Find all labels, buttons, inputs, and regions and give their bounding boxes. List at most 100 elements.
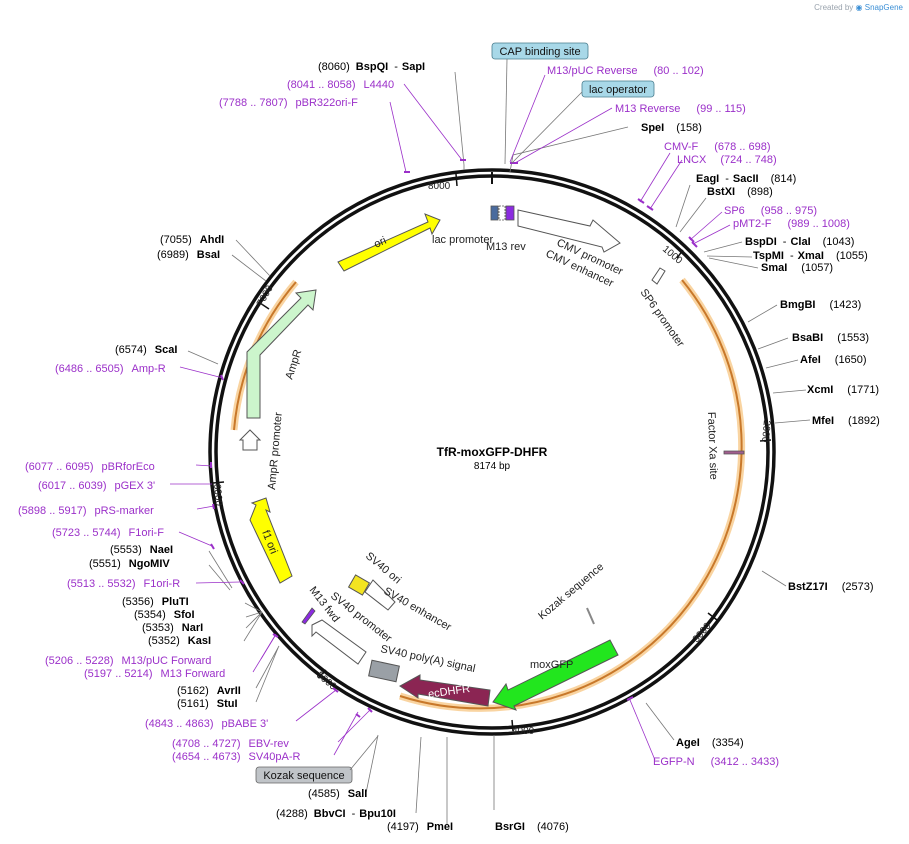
primer-m13puc-forward[interactable]: (5206 .. 5228)M13/pUC Forward — [45, 655, 211, 667]
ori-arrow — [337, 213, 441, 272]
lac-promoter-box — [490, 205, 499, 221]
ampr-label: AmpR — [283, 348, 304, 381]
moxgfp-arrow — [492, 639, 619, 711]
svg-text:(6989)BsaI: (6989)BsaI — [157, 249, 220, 261]
svg-text:(7788 .. 7807)pBR322ori-F: (7788 .. 7807)pBR322ori-F — [219, 97, 358, 109]
svg-text:MfeI(1892): MfeI(1892) — [812, 415, 880, 427]
primer-egfp-n[interactable]: EGFP-N(3412 .. 3433) — [653, 756, 779, 768]
site-eagi-sacii[interactable]: EagI-SacII(814) — [696, 173, 796, 185]
sp6-promoter-arrow — [651, 267, 666, 285]
primer-pgex3[interactable]: (6017 .. 6039)pGEX 3' — [38, 480, 155, 492]
primer-sv40pa-r[interactable]: (4654 .. 4673)SV40pA-R — [172, 751, 301, 763]
site-bbvci-bpu10i[interactable]: (4288)BbvCI-Bpu10I — [276, 808, 396, 820]
svg-text:M13 Reverse(99 .. 115): M13 Reverse(99 .. 115) — [615, 103, 746, 115]
sp6-promoter-label: SP6 promoter — [638, 287, 687, 350]
primer-pbrforeco[interactable]: (6077 .. 6095)pBRforEco — [25, 461, 155, 473]
lac-operator-box — [505, 205, 515, 221]
svg-text:(5352)KasI: (5352)KasI — [148, 635, 211, 647]
svg-text:(5553)NaeI: (5553)NaeI — [110, 544, 173, 556]
primer-cmv-f[interactable]: CMV-F(678 .. 698) — [664, 141, 771, 153]
kozak-mark — [586, 607, 595, 625]
primer-marks — [210, 159, 698, 718]
site-naei[interactable]: (5553)NaeI — [110, 544, 173, 556]
svg-text:BsrGI(4076): BsrGI(4076) — [495, 821, 569, 833]
primer-l4440[interactable]: (8041 .. 8058)L4440 — [287, 79, 394, 91]
svg-text:(5353)NarI: (5353)NarI — [142, 622, 203, 634]
primer-m13-forward[interactable]: (5197 .. 5214)M13 Forward — [84, 668, 225, 680]
site-pluti[interactable]: (5356)PluTI — [122, 596, 189, 608]
site-kasi[interactable]: (5352)KasI — [148, 635, 211, 647]
kozak-label: Kozak sequence — [536, 561, 606, 622]
site-bmgbi[interactable]: BmgBI(1423) — [780, 299, 861, 311]
cmv-arrow — [517, 209, 621, 253]
site-bsai[interactable]: (6989)BsaI — [157, 249, 220, 261]
primer-f1ori-r[interactable]: (5513 .. 5532)F1ori-R — [67, 578, 180, 590]
svg-text:(7055)AhdI: (7055)AhdI — [160, 234, 224, 246]
primer-ebv-rev[interactable]: (4708 .. 4727)EBV-rev — [172, 738, 289, 750]
site-mfei[interactable]: MfeI(1892) — [812, 415, 880, 427]
primer-lncx[interactable]: LNCX(724 .. 748) — [677, 154, 777, 166]
svg-text:(5197 .. 5214)M13 Forward: (5197 .. 5214)M13 Forward — [84, 668, 225, 680]
tick-label-2000: 2000 — [759, 420, 772, 444]
cap-binding-site-tag[interactable]: CAP binding site — [491, 42, 589, 165]
tick-label-1000: 1000 — [660, 244, 684, 267]
svg-text:EagI-SacII(814): EagI-SacII(814) — [696, 173, 796, 185]
svg-text:(4288)BbvCI-Bpu10I: (4288)BbvCI-Bpu10I — [276, 808, 396, 820]
ecdhfr-label: ecDHFR — [427, 683, 470, 701]
site-sali[interactable]: (4585)SalI — [308, 788, 367, 800]
primer-m13-reverse[interactable]: M13 Reverse(99 .. 115) — [615, 103, 746, 115]
primer-amp-r[interactable]: (6486 .. 6505)Amp-R — [55, 363, 166, 375]
svg-text:BstZ17I(2573): BstZ17I(2573) — [788, 581, 874, 593]
m13-fwd-arrow — [301, 607, 316, 625]
m13-rev-label: M13 rev — [486, 241, 526, 253]
site-bstxi[interactable]: BstXI(898) — [707, 186, 773, 198]
site-bspqi-sapi[interactable]: (8060)BspQI-SapI — [318, 61, 425, 73]
site-bsrgi[interactable]: BsrGI(4076) — [495, 821, 569, 833]
svg-text:Kozak sequence: Kozak sequence — [263, 770, 344, 782]
primer-sp6[interactable]: SP6(958 .. 975) — [724, 205, 817, 217]
primer-prs-marker[interactable]: (5898 .. 5917)pRS-marker — [18, 505, 154, 517]
primer-m13puc-reverse[interactable]: M13/pUC Reverse(80 .. 102) — [547, 65, 704, 77]
site-nari[interactable]: (5353)NarI — [142, 622, 203, 634]
plasmid-size: 8174 bp — [474, 461, 511, 472]
svg-text:EGFP-N(3412 .. 3433): EGFP-N(3412 .. 3433) — [653, 756, 779, 768]
site-bspdi-clai[interactable]: BspDI-ClaI(1043) — [745, 236, 854, 248]
site-stui[interactable]: (5161)StuI — [177, 698, 238, 710]
site-agei[interactable]: AgeI(3354) — [676, 737, 744, 749]
kozak-sequence-tag[interactable]: Kozak sequence — [255, 735, 379, 784]
ori-label: ori — [372, 235, 388, 251]
sv40-enhancer-arrow — [364, 579, 396, 611]
primer-pbabe3[interactable]: (4843 .. 4863)pBABE 3' — [145, 718, 268, 730]
site-sfoi[interactable]: (5354)SfoI — [134, 609, 195, 621]
sv40-polya-box — [368, 659, 400, 683]
svg-text:SpeI(158): SpeI(158) — [641, 122, 702, 134]
site-leader-lines — [187, 71, 811, 825]
site-scai[interactable]: (6574)ScaI — [115, 344, 177, 356]
site-bstz17i[interactable]: BstZ17I(2573) — [788, 581, 874, 593]
site-spei[interactable]: SpeI(158) — [641, 122, 702, 134]
primer-pmt2-f[interactable]: pMT2-F(989 .. 1008) — [733, 218, 850, 230]
lac-operator-tag[interactable]: lac operator — [511, 80, 655, 164]
site-ahdi[interactable]: (7055)AhdI — [160, 234, 224, 246]
site-pmei[interactable]: (4197)PmeI — [387, 821, 453, 833]
site-avrii[interactable]: (5162)AvrII — [177, 685, 241, 697]
ampr-promoter-label: AmpR promoter — [266, 412, 285, 491]
site-smai[interactable]: SmaI(1057) — [761, 262, 833, 274]
svg-text:BstXI(898): BstXI(898) — [707, 186, 773, 198]
svg-text:BsaBI(1553): BsaBI(1553) — [792, 332, 869, 344]
svg-text:pMT2-F(989 .. 1008): pMT2-F(989 .. 1008) — [733, 218, 850, 230]
primer-pbr322ori-f[interactable]: (7788 .. 7807)pBR322ori-F — [219, 97, 358, 109]
svg-text:SP6(958 .. 975): SP6(958 .. 975) — [724, 205, 817, 217]
primer-f1ori-f[interactable]: (5723 .. 5744)F1ori-F — [52, 527, 164, 539]
orf-arcs — [230, 277, 746, 712]
site-tspmi-xmai[interactable]: TspMI-XmaI(1055) — [753, 250, 868, 262]
svg-text:(4708 .. 4727)EBV-rev: (4708 .. 4727)EBV-rev — [172, 738, 289, 750]
tick-label-8000: 8000 — [428, 181, 451, 192]
site-ngomiv[interactable]: (5551)NgoMIV — [89, 558, 170, 570]
svg-text:AfeI(1650): AfeI(1650) — [800, 354, 867, 366]
site-bsabi[interactable]: BsaBI(1553) — [792, 332, 869, 344]
svg-text:(6486 .. 6505)Amp-R: (6486 .. 6505)Amp-R — [55, 363, 166, 375]
site-xcmi[interactable]: XcmI(1771) — [807, 384, 879, 396]
site-afei[interactable]: AfeI(1650) — [800, 354, 867, 366]
